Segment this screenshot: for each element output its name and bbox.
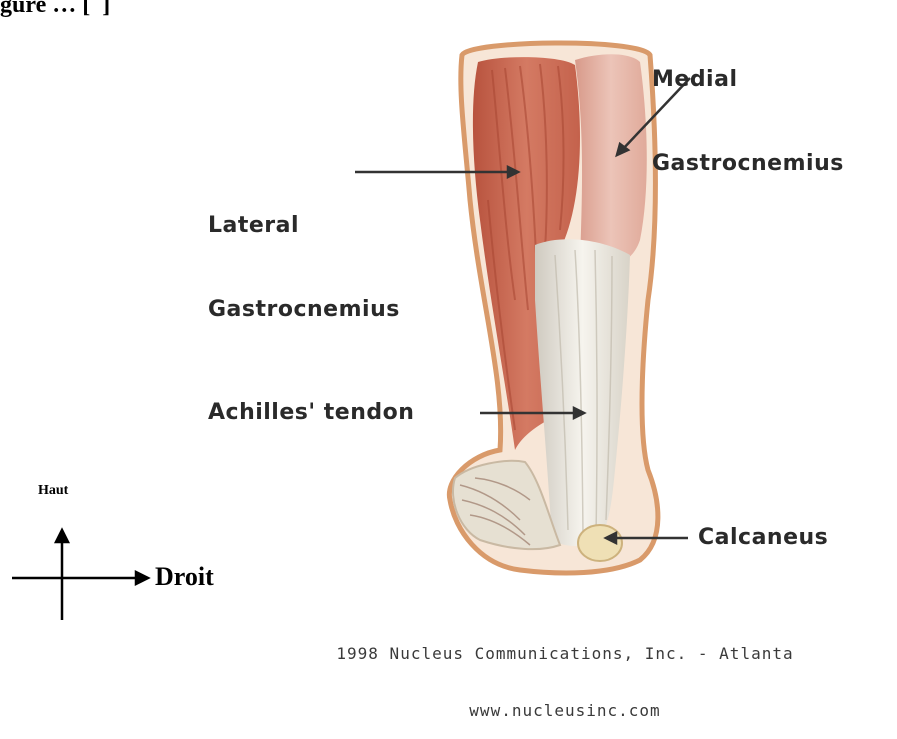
credit-line1: 1998 Nucleus Communications, Inc. - Atla… xyxy=(270,644,860,663)
label-lateral-line1: Lateral xyxy=(208,212,400,240)
label-lateral-gastrocnemius: Lateral Gastrocnemius xyxy=(208,156,400,352)
orientation-axes xyxy=(12,530,148,620)
medial-gastrocnemius-muscle xyxy=(575,54,647,266)
copyright-credit: 1998 Nucleus Communications, Inc. - Atla… xyxy=(270,606,860,739)
label-calcaneus: Calcaneus xyxy=(698,524,828,552)
label-medial-gastrocnemius: Medial Gastrocnemius xyxy=(652,10,844,206)
axis-label-right: Droit xyxy=(155,562,214,592)
label-medial-line2: Gastrocnemius xyxy=(652,150,844,178)
credit-line2: www.nucleusinc.com xyxy=(270,701,860,720)
label-lateral-line2: Gastrocnemius xyxy=(208,296,400,324)
axis-label-up: Haut xyxy=(38,483,68,499)
label-medial-line1: Medial xyxy=(652,66,844,94)
label-achilles-tendon: Achilles' tendon xyxy=(208,399,414,427)
